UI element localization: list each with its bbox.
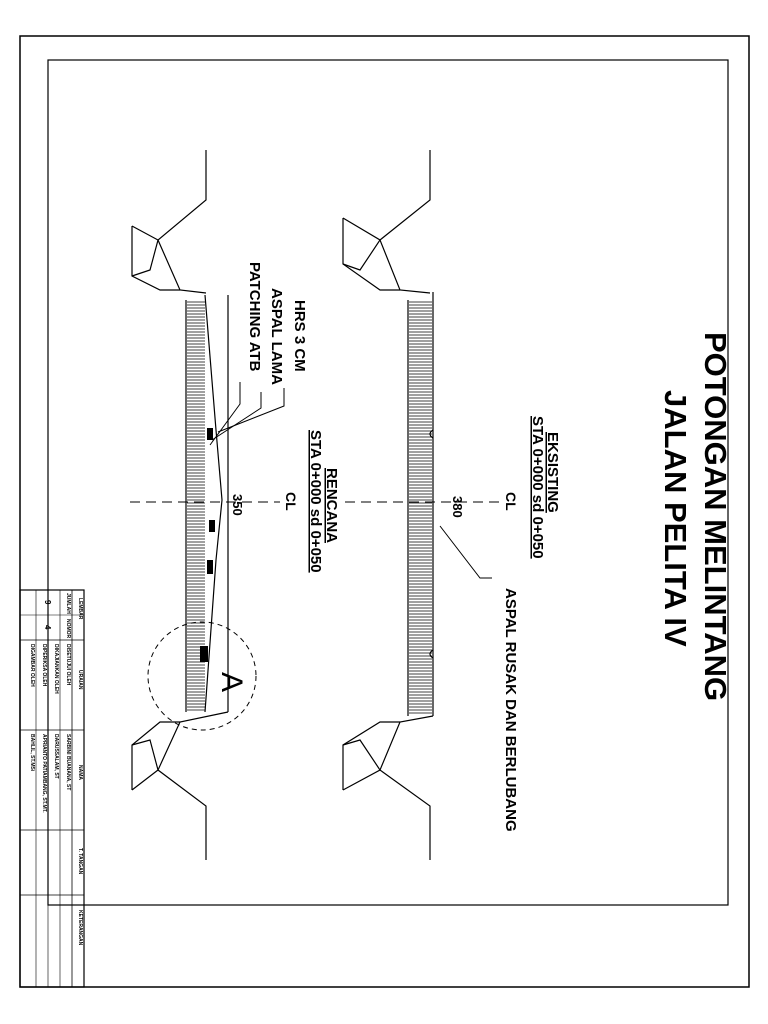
tb-sheet-value-2-group: 4 — [43, 625, 52, 630]
patch-block-1 — [207, 428, 213, 440]
tb-role-3: DIPERIKSA OLEH — [41, 644, 47, 687]
tb-role-4: DIGAMBAR OLEH — [29, 644, 35, 687]
outer-border — [19, 35, 750, 988]
title-block-frame — [19, 589, 85, 988]
detail-circle-a — [147, 621, 257, 731]
title-line-2: JALAN PELITA IV — [658, 390, 693, 647]
leader-hrs — [217, 388, 285, 433]
patch-block-2 — [209, 520, 215, 532]
planned-overlay-line — [204, 294, 223, 713]
planned-dimension: 350 — [230, 494, 245, 516]
detail-marker: A — [215, 672, 248, 692]
tb-role-2: DIKAJIANKAN OLEH — [53, 644, 59, 694]
pothole-1 — [429, 429, 434, 439]
existing-heading-group: EKSISTING — [544, 432, 561, 513]
tb-sheet-value-jumlah: 9 — [43, 600, 52, 605]
existing-profile-bottom-inner — [342, 721, 400, 790]
existing-ditch-bottom — [342, 739, 381, 791]
planned-heading-group: RENCANA — [323, 468, 340, 543]
planned-ditch-bottom — [131, 739, 159, 791]
existing-heading: EKSISTING — [544, 432, 561, 513]
detail-marker-group: A — [215, 672, 248, 692]
tb-header-lembar-group: LEMBAR — [77, 598, 83, 620]
existing-profile-bottom — [379, 715, 434, 860]
tb-header-ttangan: T. TANGAN — [77, 848, 83, 875]
planned-dimension-group: 350 — [230, 494, 245, 516]
tb-name-3-group: APRIANTO PATIAMBANG, ST.MT. — [41, 734, 47, 813]
tb-role-4-group: DIGAMBAR OLEH — [29, 644, 35, 687]
patch-block-3 — [207, 560, 213, 574]
existing-cross-section — [342, 150, 434, 860]
tb-name-2-group: DARUSSALAM, ST — [53, 734, 59, 779]
existing-profile-top-inner — [342, 218, 400, 291]
tb-sheet-value-1-group: 9 — [43, 600, 52, 605]
layer-label-hrs: HRS 3 CM — [291, 300, 308, 372]
tb-name-4: BAHLIL, ST.MSi — [29, 734, 35, 772]
tb-sheet-value-nomor: 4 — [43, 625, 52, 630]
tb-header-nama-group: NAMA — [77, 765, 83, 780]
tb-name-1: SARBINI BUANANA, ST — [65, 734, 71, 790]
planned-pavement-hatch — [187, 301, 205, 711]
pothole-2 — [429, 649, 434, 659]
drawing-title: POTONGAN MELINTANG — [698, 332, 733, 701]
tb-name-1-group: SARBINI BUANANA, ST — [65, 734, 71, 790]
planned-profile-top-inner — [131, 226, 180, 291]
layer-label-aspal-lama: ASPAL LAMA — [268, 288, 285, 385]
tb-name-2: DARUSSALAM, ST — [53, 734, 59, 779]
tb-sheet-label-1-group: JUMLAH — [65, 593, 71, 614]
existing-station: STA 0+000 sd 0+050 — [529, 416, 546, 559]
drawing-subtitle: JALAN PELITA IV — [658, 390, 693, 647]
layer-label-3-group: PATCHING ATB — [246, 262, 263, 372]
planned-station-group: STA 0+000 sd 0+050 — [307, 430, 324, 573]
tb-role-3-group: DIPERIKSA OLEH — [41, 644, 47, 687]
tb-header-keterangan-group: KETERANGAN — [77, 910, 83, 946]
existing-pavement-hatch — [409, 301, 432, 714]
planned-cl-group: CL — [283, 492, 299, 511]
tb-sheet-label-nomor: NOMOR — [65, 619, 71, 639]
tb-header-uraian-group: URAIAN — [77, 670, 83, 690]
planned-centerline-label: CL — [283, 492, 299, 511]
layer-label-2-group: ASPAL LAMA — [268, 288, 285, 385]
tb-header-keterangan: KETERANGAN — [77, 910, 83, 946]
layer-label-patching: PATCHING ATB — [246, 262, 263, 372]
existing-callout-leader — [439, 525, 492, 579]
leader-patching — [209, 382, 241, 446]
tb-name-4-group: BAHLIL, ST.MSi — [29, 734, 35, 772]
tb-header-uraian: URAIAN — [77, 670, 83, 690]
tb-role-1: DISETUJUI OLEH — [65, 644, 71, 686]
tb-sheet-label-jumlah: JUMLAH — [65, 593, 71, 614]
existing-cl-group: CL — [503, 492, 519, 511]
planned-ditch-top — [131, 225, 159, 277]
existing-dimension: 380 — [450, 496, 465, 518]
tb-header-ttangan-group: T. TANGAN — [77, 848, 83, 875]
existing-profile-top — [379, 150, 431, 294]
leader-aspal-lama — [211, 392, 262, 441]
tb-role-2-group: DIKAJIANKAN OLEH — [53, 644, 59, 694]
planned-cross-section — [131, 150, 257, 860]
existing-callout: ASPAL RUSAK DAN BERLUBANG — [502, 588, 519, 832]
tb-name-3: APRIANTO PATIAMBANG, ST.MT. — [41, 734, 47, 813]
patch-block-4 — [200, 646, 208, 662]
planned-heading: RENCANA — [323, 468, 340, 543]
tb-header-lembar: LEMBAR — [77, 598, 83, 620]
drawing-frame — [47, 59, 729, 906]
planned-station: STA 0+000 sd 0+050 — [307, 430, 324, 573]
tb-role-1-group: DISETUJUI OLEH — [65, 644, 71, 686]
planned-profile-bottom — [157, 711, 229, 860]
existing-ditch-top — [342, 217, 381, 271]
planned-profile-top — [157, 150, 207, 294]
title-line-1: POTONGAN MELINTANG — [698, 332, 733, 701]
existing-station-group: STA 0+000 sd 0+050 — [529, 416, 546, 559]
existing-callout-group: ASPAL RUSAK DAN BERLUBANG — [502, 588, 519, 832]
tb-header-nama: NAMA — [77, 765, 83, 780]
layer-label-1-group: HRS 3 CM — [291, 300, 308, 372]
title-block: LEMBAR URAIAN NAMA T. TANGAN KETERANGAN … — [20, 590, 84, 987]
existing-centerline-label: CL — [503, 492, 519, 511]
planned-profile-bottom-inner — [131, 721, 180, 790]
tb-sheet-label-2-group: NOMOR — [65, 619, 71, 639]
existing-dimension-group: 380 — [450, 496, 465, 518]
